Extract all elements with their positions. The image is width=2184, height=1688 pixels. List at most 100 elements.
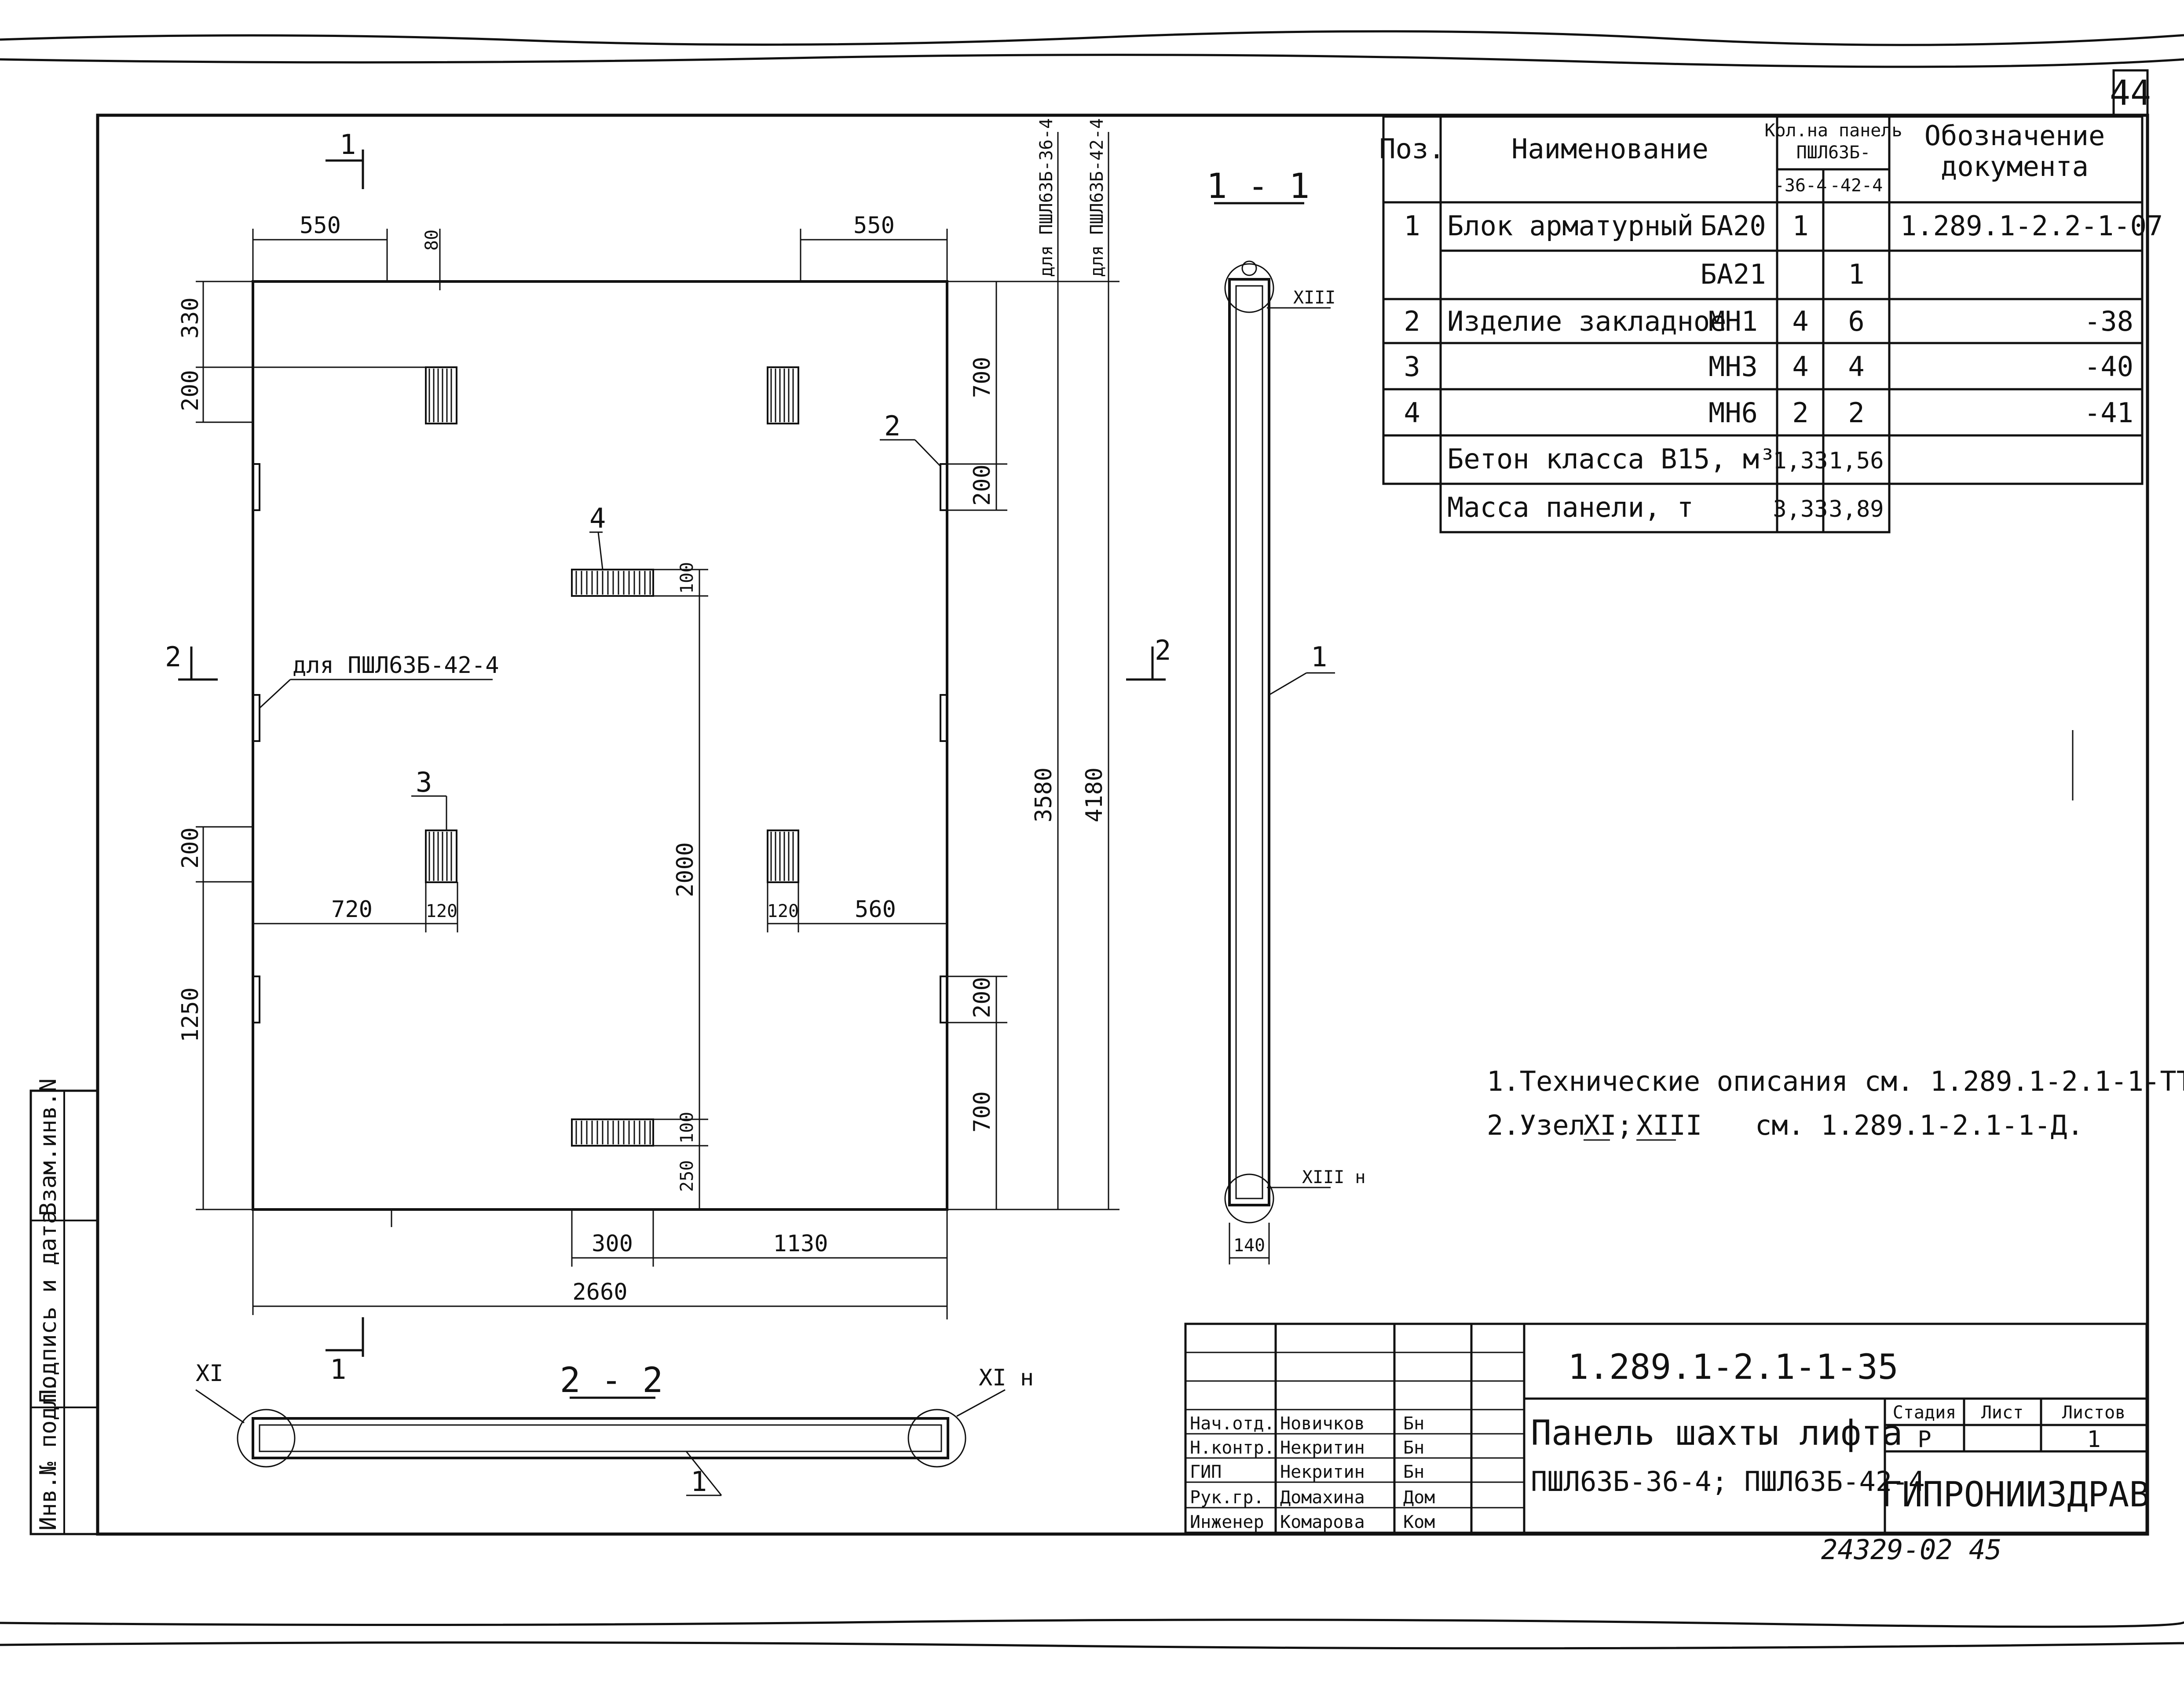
dim-mid-560: 560 [855, 896, 896, 923]
section-1-1: 1 - 1 1 XIII XIII н 140 [1207, 167, 1366, 1264]
side-note-42: для ПШЛ63Б-42-4 [293, 652, 499, 679]
spec-head-pos: Поз. [1379, 133, 1445, 165]
title-block: 1.289.1-2.1-1-35 Панель шахты лифта ПШЛ6… [1184, 1323, 2150, 1534]
node-xi-right: XI н [979, 1365, 1034, 1391]
spec-row-3-name: Изделие закладное [1447, 305, 1727, 337]
sign-5: Ком [1403, 1512, 1435, 1532]
name-3: Некритин [1280, 1462, 1365, 1482]
spec-row-5-q36: 2 [1792, 397, 1808, 429]
node-xiii-top: XIII [1293, 288, 1335, 308]
spec-concrete-q42: 1,56 [1829, 448, 1884, 474]
dim-inner-100-top: 100 [677, 562, 697, 594]
dim-inner-2000: 2000 [672, 842, 699, 897]
note-2-e: см. 1.289.1-2.1-1-Д. [1755, 1109, 2084, 1141]
item-mn1-left-1 [252, 463, 260, 511]
callout-3: 3 [416, 766, 432, 798]
sheet-frame [96, 113, 2149, 1536]
dim-right-700-bottom: 700 [969, 1091, 995, 1133]
spec-table: Поз. Наименование Кол.на панель ПШЛ63Б- … [1379, 115, 2163, 533]
scan-edge-lines [0, 30, 2184, 1650]
spec-row-mass: Масса панели, т 3,33 3,89 [1447, 491, 1884, 523]
spec-row-4: 3 МН3 4 4 -40 [1404, 351, 2133, 383]
dim-left-1250: 1250 [177, 987, 204, 1042]
name-5: Комарова [1280, 1512, 1365, 1532]
notes: 1.Технические описания см. 1.289.1-2.1-1… [1487, 1065, 2184, 1141]
cut-1-top: 1 [340, 128, 356, 161]
note-1: 1.Технические описания см. 1.289.1-2.1-1… [1487, 1065, 2184, 1097]
spec-row-1-name: Блок арматурный [1447, 210, 1694, 242]
sheets-header: Листов [2062, 1403, 2126, 1423]
spec-row-1: 1 Блок арматурный БА20 1 1.289.1-2.2-1-0… [1404, 210, 2163, 242]
spec-mass-q36: 3,33 [1773, 496, 1828, 522]
dim-inner-100-bottom: 100 [677, 1112, 697, 1144]
spec-head-qty1: Кол.на панель [1764, 121, 1902, 141]
side-stamp-vzam: Взам.инв.N [35, 1078, 62, 1216]
spec-concrete-q36: 1,33 [1773, 448, 1828, 474]
dim-3580: 3580 [1031, 767, 1057, 822]
item-mn1-right-3 [940, 976, 948, 1023]
dim-top-550-left: 550 [300, 212, 341, 239]
dim-bottom-2660: 2660 [572, 1279, 627, 1305]
side-stamp-podpis: Подпись и дата [35, 1210, 62, 1403]
spec-row-3-pos: 2 [1404, 305, 1420, 337]
node-xi-left: XI [196, 1360, 223, 1387]
spec-row-3-q36: 4 [1792, 305, 1808, 337]
note-2-b: XI [1584, 1109, 1617, 1141]
dim-mid-120-right: 120 [767, 901, 799, 921]
name-2: Некритин [1280, 1438, 1365, 1458]
top-dimensions [252, 229, 948, 290]
signatures: Нач.отд. Новичков Бн Н.контр. Некритин Б… [1190, 1414, 1435, 1532]
item-mn3-top-right [767, 366, 799, 424]
sign-2: Бн [1403, 1438, 1424, 1458]
role-3: ГИП [1190, 1462, 1222, 1482]
title-code: 1.289.1-2.1-1-35 [1568, 1348, 1898, 1387]
spec-row-1-q36: 1 [1792, 210, 1808, 242]
callout-2: 2 [884, 410, 900, 442]
spec-head-42: -42-4 [1830, 175, 1883, 196]
role-4: Рук.гр. [1190, 1487, 1264, 1508]
embedded-items [252, 366, 948, 1147]
item-mn1-left-2 [252, 694, 260, 742]
mid-dimensions [253, 882, 947, 932]
side-stamp: Инв.№ подл. Подпись и дата Взам.инв.N [29, 1078, 99, 1535]
item-mn3-low-right [767, 829, 799, 883]
dim-mid-720: 720 [331, 896, 373, 923]
sheets-value: 1 [2087, 1426, 2100, 1453]
callout-4: 4 [589, 502, 606, 534]
dim-bottom-1130: 1130 [773, 1231, 828, 1257]
spec-head-doc2: документа [1941, 150, 2089, 183]
node-xiii-bottom: XIII н [1302, 1167, 1366, 1187]
name-1: Новичков [1280, 1414, 1365, 1434]
spec-row-2-mark: БА21 [1700, 258, 1766, 290]
spec-concrete-name: Бетон класса В15, м³ [1447, 443, 1776, 475]
cut-1-bottom: 1 [330, 1353, 346, 1385]
sheet-header: Лист [1981, 1403, 2023, 1423]
role-2: Н.контр. [1190, 1438, 1275, 1458]
name-4: Домахина [1280, 1487, 1365, 1508]
section-2-2-callout: 1 [691, 1465, 707, 1498]
spec-head-qty2: ПШЛ63Б- [1796, 142, 1871, 163]
panel-front-view: 550 550 80 330 200 200 1250 [165, 118, 1171, 1385]
note-2-c: ; [1617, 1109, 1633, 1141]
cut-2-right: 2 [1155, 634, 1171, 666]
spec-row-3-mark: МН1 [1708, 305, 1758, 337]
callout-leaders [259, 439, 941, 830]
section-1-1-callout: 1 [1311, 641, 1327, 673]
role-5: Инженер [1190, 1512, 1264, 1532]
right-dimensions [947, 132, 1119, 1210]
spec-row-4-mark: МН3 [1708, 351, 1758, 383]
left-dimensions [196, 281, 426, 1210]
sheet-number-box [2112, 69, 2149, 117]
dim-section-140: 140 [1233, 1235, 1265, 1256]
spec-row-4-pos: 3 [1404, 351, 1420, 383]
item-mn1-right-2 [940, 694, 948, 742]
spec-row-3: 2 Изделие закладное МН1 4 6 -38 [1404, 305, 2133, 337]
item-hatching [428, 369, 794, 1144]
spec-row-2: БА21 1 [1700, 258, 1864, 290]
sign-3: Бн [1403, 1462, 1424, 1482]
role-1: Нач.отд. [1190, 1414, 1275, 1434]
spec-head-36: -36-4 [1774, 175, 1827, 196]
spec-row-4-q42: 4 [1848, 351, 1864, 383]
dim-left-330: 330 [177, 297, 204, 339]
